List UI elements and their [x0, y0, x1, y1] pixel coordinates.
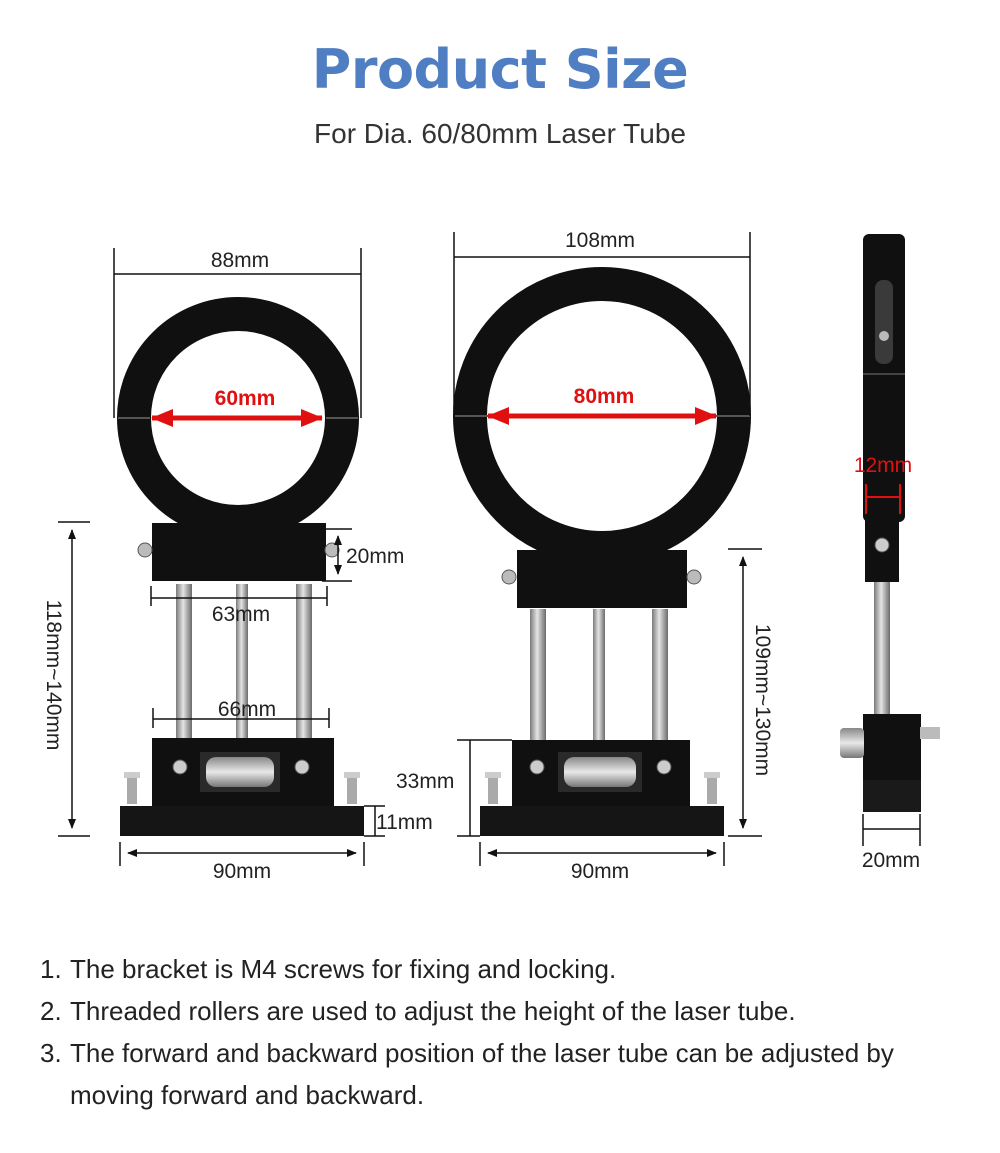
side-base-width-label: 20mm	[862, 849, 920, 872]
middle-base-width-label: 90mm	[571, 860, 629, 883]
left-block-height-label: 20mm	[346, 545, 404, 568]
left-guide-rod	[296, 584, 312, 744]
note-number: 2.	[40, 996, 62, 1026]
note-text: Threaded rollers are used to adjust the …	[70, 996, 796, 1026]
middle-dimension-lines	[453, 232, 762, 866]
left-base-width-label: 90mm	[213, 860, 271, 883]
left-total-height-label: 118mm~140mm	[42, 600, 65, 751]
middle-threaded-rod	[593, 609, 605, 747]
page-title: Product Size	[311, 38, 689, 101]
page-subtitle: For Dia. 60/80mm Laser Tube	[314, 118, 686, 149]
side-guide-rod	[874, 582, 890, 717]
middle-total-height-label: 109mm~130mm	[751, 624, 774, 776]
middle-lower-height-label: 33mm	[396, 770, 454, 793]
left-inner-dia-label: 60mm	[215, 387, 276, 410]
middle-clamp-block	[517, 550, 687, 608]
middle-outer-width-label: 108mm	[565, 229, 635, 252]
note-item: 2. Threaded rollers are used to adjust t…	[40, 990, 980, 1032]
middle-guide-rod	[652, 609, 668, 747]
middle-base-plate	[480, 806, 724, 836]
middle-inner-dia-label: 80mm	[574, 385, 635, 408]
note-text: The forward and backward position of the…	[70, 1038, 894, 1110]
left-clamp-block	[152, 523, 326, 581]
note-number: 3.	[40, 1038, 62, 1068]
side-ring-profile	[863, 234, 905, 522]
middle-bracket-80mm	[453, 267, 751, 836]
left-base-height-label: 11mm	[376, 811, 433, 834]
left-dimension-lines	[58, 248, 385, 866]
left-outer-width-label: 88mm	[211, 249, 269, 272]
left-threaded-rod	[236, 584, 248, 744]
left-rod-spacing-label: 63mm	[212, 603, 270, 626]
note-item: 1. The bracket is M4 screws for fixing a…	[40, 948, 980, 990]
feature-notes: 1. The bracket is M4 screws for fixing a…	[40, 948, 980, 1116]
side-thickness-label: 12mm	[854, 454, 912, 477]
left-bracket-60mm	[117, 297, 364, 836]
left-adjust-roller	[206, 757, 274, 787]
note-number: 1.	[40, 954, 62, 984]
dimension-diagram: 88mm 60mm 20mm 63mm 66mm 118mm~140mm 11m…	[42, 229, 940, 883]
left-base-plate	[120, 806, 364, 836]
side-view-bracket	[840, 234, 940, 812]
side-thickness-marks	[865, 484, 901, 514]
note-text: The bracket is M4 screws for fixing and …	[70, 954, 617, 984]
middle-adjust-roller	[564, 757, 636, 787]
left-guide-rod	[176, 584, 192, 744]
middle-guide-rod	[530, 609, 546, 747]
left-lower-spacing-label: 66mm	[218, 698, 276, 721]
note-item: 3. The forward and backward position of …	[40, 1032, 980, 1116]
side-dimension-lines	[862, 814, 921, 846]
